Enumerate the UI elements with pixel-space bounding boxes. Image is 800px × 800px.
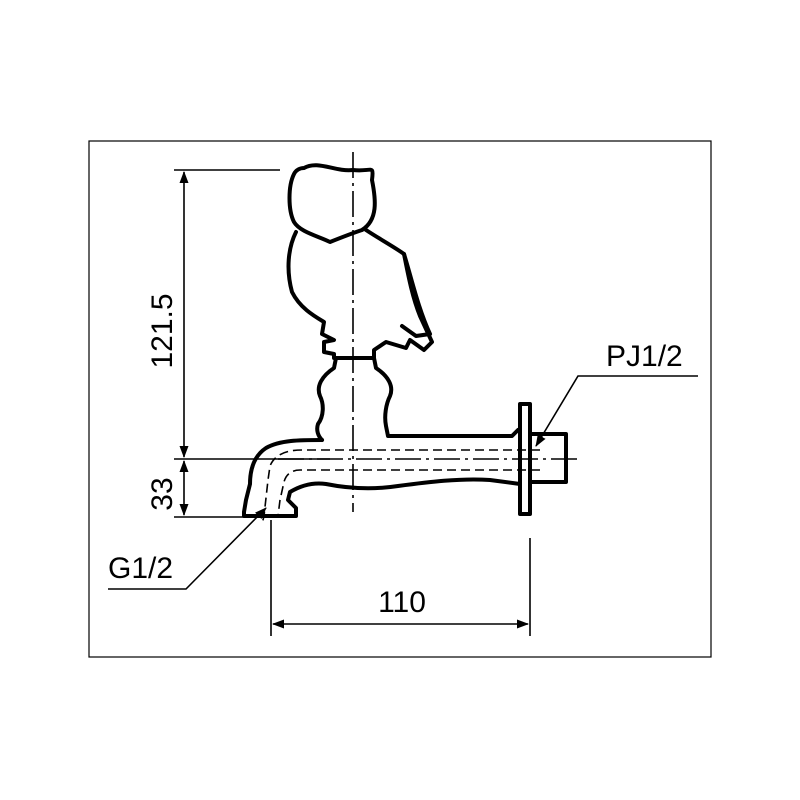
- owl-handle: [286, 163, 434, 360]
- drawing-frame: [88, 140, 712, 658]
- owl-body: [286, 228, 434, 360]
- leader-g1-2: [108, 507, 267, 590]
- inlet-thread: [528, 432, 568, 484]
- inlet-flange: [518, 402, 532, 516]
- valve-neck: [315, 356, 338, 442]
- dim-label-33: 33: [146, 477, 179, 510]
- owl-head: [287, 163, 377, 244]
- hidden-water-passage: [261, 449, 540, 525]
- label-pj1-2: PJ1/2: [606, 340, 683, 373]
- owl-wing: [400, 252, 432, 338]
- valve-neck-right: [372, 356, 520, 438]
- dim-label-110: 110: [378, 586, 426, 619]
- spout-top-edge: [242, 438, 522, 518]
- label-g1-2: G1/2: [108, 552, 173, 585]
- hidden-water-passage-lower: [277, 469, 540, 517]
- leader-pj1-2: [535, 375, 698, 447]
- dim-label-121-5: 121.5: [146, 293, 179, 368]
